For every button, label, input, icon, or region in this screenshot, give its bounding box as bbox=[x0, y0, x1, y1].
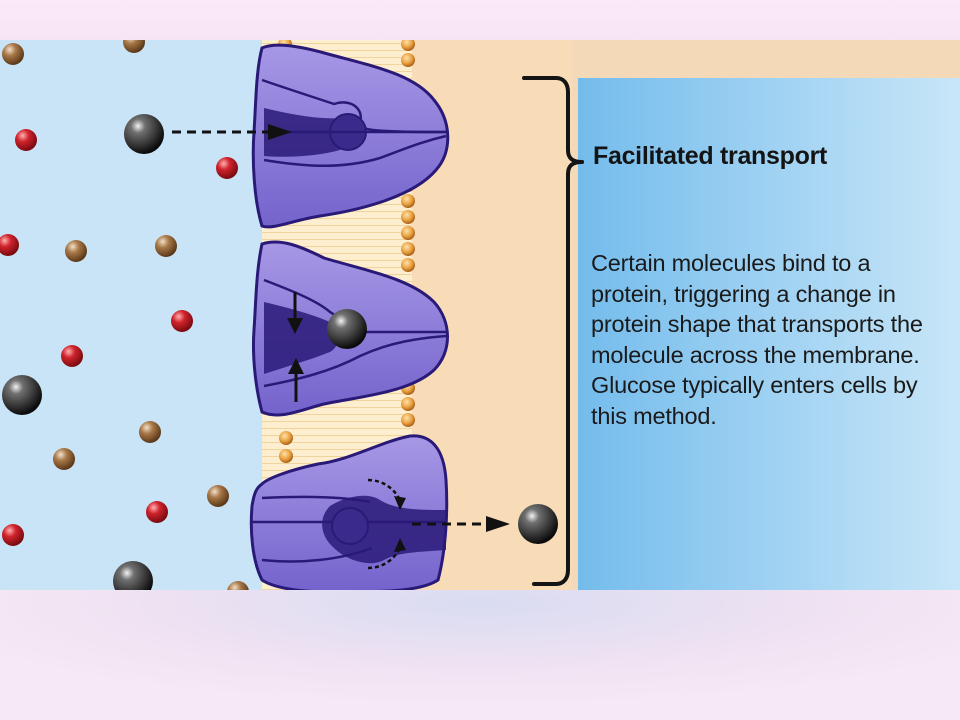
glucose-molecule bbox=[518, 504, 558, 544]
glucose-molecule bbox=[124, 114, 164, 154]
tan-ion bbox=[227, 581, 249, 590]
caption-panel: Facilitated transport Certain molecules … bbox=[578, 38, 960, 550]
glucose-molecule bbox=[113, 561, 153, 590]
glucose-molecules bbox=[2, 114, 558, 590]
glucose-molecule bbox=[2, 375, 42, 415]
facilitated-transport-figure bbox=[0, 40, 960, 590]
tan-ion bbox=[139, 421, 161, 443]
tan-ion bbox=[65, 240, 87, 262]
dashed-arrow-in bbox=[172, 124, 292, 140]
carrier-protein-open-inside bbox=[249, 434, 449, 590]
red-ion bbox=[216, 157, 238, 179]
red-ion bbox=[171, 310, 193, 332]
red-ions bbox=[0, 129, 238, 546]
slide-background-glow bbox=[0, 590, 960, 720]
caption-panel-background bbox=[578, 78, 960, 590]
red-ion bbox=[0, 234, 19, 256]
red-ion bbox=[2, 524, 24, 546]
lipid-heads-inner bbox=[401, 40, 415, 427]
dashed-arrow-out bbox=[412, 516, 510, 532]
glucose-molecule bbox=[327, 309, 367, 349]
red-ion bbox=[146, 501, 168, 523]
caption-body: Certain molecules bind to a protein, tri… bbox=[591, 250, 923, 429]
tan-ions bbox=[2, 40, 249, 590]
tan-ion bbox=[53, 448, 75, 470]
conformational-change-arrow bbox=[288, 358, 304, 402]
tan-ion bbox=[123, 40, 145, 53]
caption-title: Facilitated transport bbox=[593, 142, 828, 170]
brace-bracket bbox=[522, 76, 584, 586]
tan-ion bbox=[2, 43, 24, 65]
tan-ion bbox=[207, 485, 229, 507]
red-ion bbox=[61, 345, 83, 367]
conformational-change-arrow bbox=[287, 292, 303, 334]
carrier-protein-open-outside bbox=[251, 43, 450, 229]
red-ion bbox=[15, 129, 37, 151]
tan-ion bbox=[155, 235, 177, 257]
